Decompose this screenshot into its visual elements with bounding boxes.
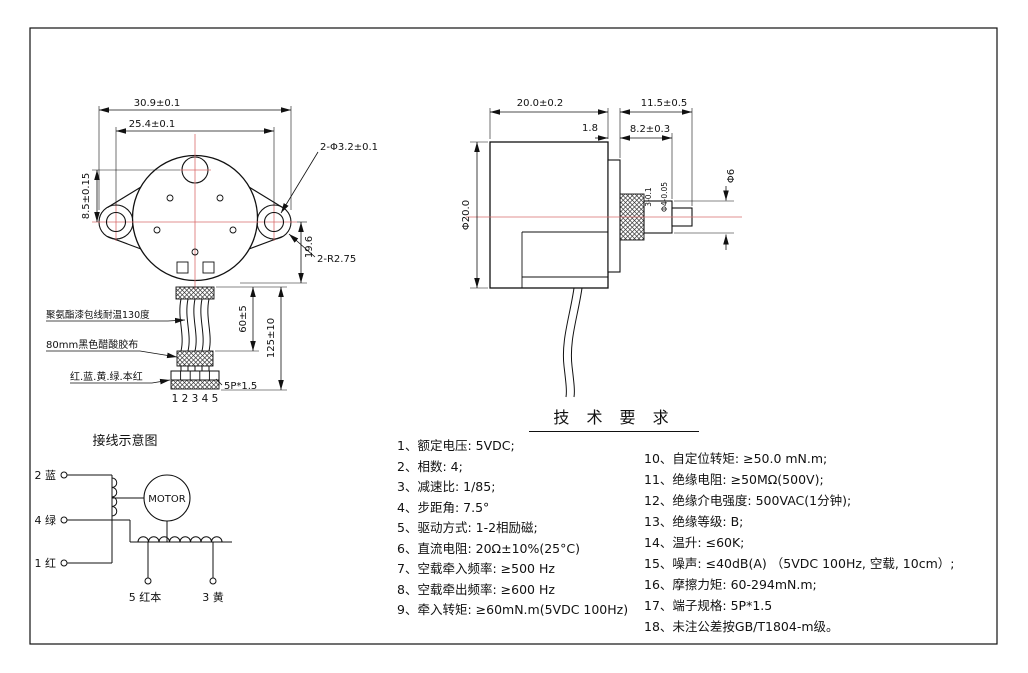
coil-vertical bbox=[111, 477, 118, 517]
terminal-2-label: 2 蓝 bbox=[35, 469, 57, 482]
terminal-1-label: 1 红 bbox=[35, 557, 57, 570]
tech-item: 10、自定位转矩: ≥50.0 mN.m; bbox=[644, 451, 828, 466]
dim-body-length: 20.0±0.2 bbox=[517, 98, 564, 109]
motor-body-side bbox=[489, 141, 609, 289]
connector-housing bbox=[170, 370, 220, 381]
label-tape: 80mm黑色醋酸胶布 bbox=[46, 338, 138, 351]
tech-item: 14、温升: ≤60K; bbox=[644, 535, 745, 550]
terminal-3-label: 3 黄 bbox=[202, 590, 224, 604]
wiring-terminals bbox=[60, 471, 217, 585]
side-view: 20.0±0.2 11.5±0.5 8.2±0.3 1.8 Φ20.0 Φ6 3… bbox=[461, 98, 742, 398]
connector-slots bbox=[180, 371, 210, 380]
terminal-4 bbox=[60, 516, 68, 524]
connector-base bbox=[170, 379, 220, 390]
tech-requirements-title: 技 术 要 求 bbox=[529, 404, 699, 432]
lead-wires-lower bbox=[180, 366, 210, 371]
dim-shaft-to-holes: 8.5±0.15 bbox=[81, 173, 92, 220]
lead-wire-assembly: 1 2 3 4 5 bbox=[170, 286, 220, 405]
tech-item: 8、空载牵出频率: ≥600 Hz bbox=[397, 581, 555, 597]
terminal-block bbox=[176, 261, 189, 274]
terminal-5-label: 5 红本 bbox=[129, 590, 162, 604]
motor-label: MOTOR bbox=[148, 494, 185, 505]
dim-body-dia: Φ20.0 bbox=[461, 200, 472, 230]
wiring-title: 接线示意图 bbox=[92, 433, 157, 449]
front-details bbox=[105, 194, 285, 274]
dim-shaft-dia2: Φ4-0.05 bbox=[660, 182, 669, 212]
tech-item: 18、未注公差按GB/T1804-m级。 bbox=[644, 619, 839, 634]
dim-height: 19.6 bbox=[304, 236, 315, 258]
tech-item: 13、绝缘等级: B; bbox=[644, 514, 744, 529]
dim-shaft-total: 11.5±0.5 bbox=[641, 98, 688, 109]
tech-item: 7、空载牵入频率: ≥500 Hz bbox=[397, 561, 555, 576]
terminal-3 bbox=[209, 577, 217, 585]
side-inner-lines bbox=[521, 231, 608, 288]
tech-item: 1、额定电压: 5VDC; bbox=[397, 438, 515, 453]
tech-item: 4、步距角: 7.5° bbox=[397, 499, 490, 515]
label-wire-colors: 红.蓝.黄.绿.本红 bbox=[70, 370, 143, 383]
coil-horizontal bbox=[137, 536, 223, 543]
wiring-diagram: 接线示意图 MOTOR 2 蓝 4 绿 1 红 5 红本 3 bbox=[35, 433, 232, 604]
mounting-hole-left bbox=[105, 211, 127, 233]
terminal-block bbox=[202, 261, 215, 274]
dim-shaft-step: 8.2±0.3 bbox=[630, 124, 670, 135]
tech-requirements-right: 10、自定位转矩: ≥50.0 mN.m; 11、绝缘电阻: ≥50MΩ(500… bbox=[644, 448, 1004, 637]
dim-shaft-dia: Φ6 bbox=[726, 169, 737, 183]
tech-item: 6、直流电阻: 20Ω±10%(25°C) bbox=[397, 540, 580, 556]
sheet-border bbox=[29, 27, 998, 645]
terminal-1 bbox=[60, 559, 68, 567]
mounting-hole-right bbox=[263, 211, 285, 233]
end-plate bbox=[607, 159, 621, 273]
tech-requirements-left: 1、额定电压: 5VDC; 2、相数: 4; 3、减速比: 1/85; 4、步距… bbox=[397, 436, 645, 621]
terminal-5 bbox=[144, 577, 152, 585]
front-view: 1 2 3 4 5 bbox=[46, 98, 378, 405]
tech-item: 15、噪声: ≤40dB(A) （5VDC 100Hz, 空载, 10cm）; bbox=[644, 556, 955, 571]
screw-circle bbox=[153, 226, 161, 234]
lead-wires bbox=[179, 298, 211, 352]
terminal-4-label: 4 绿 bbox=[35, 513, 57, 527]
dim-hole-pitch: 25.4±0.1 bbox=[129, 119, 176, 130]
wiring-lines bbox=[67, 474, 232, 578]
tech-item: 16、摩擦力矩: 60-294mN.m; bbox=[644, 577, 817, 592]
label-connector: 5P*1.5 bbox=[224, 381, 257, 392]
screw-circle bbox=[229, 226, 237, 234]
screw-circle bbox=[191, 248, 199, 256]
dim-width-outer: 30.9±0.1 bbox=[134, 98, 181, 109]
tech-item: 11、绝缘电阻: ≥50MΩ(500V); bbox=[644, 472, 824, 487]
side-lead-wires bbox=[562, 287, 583, 398]
side-dimension-lines bbox=[474, 109, 729, 288]
screw-circle bbox=[166, 194, 174, 202]
centerlines-front bbox=[92, 134, 297, 290]
screw-circle bbox=[216, 194, 224, 202]
front-dimension-lines bbox=[46, 107, 319, 390]
dim-lead-total: 125±10 bbox=[266, 318, 277, 358]
pin-numbers: 1 2 3 4 5 bbox=[172, 393, 219, 405]
tech-item: 5、驱动方式: 1-2相励磁; bbox=[397, 520, 538, 535]
terminal-2 bbox=[60, 471, 68, 479]
wire-exit-block bbox=[175, 286, 215, 300]
side-extension-lines bbox=[470, 108, 734, 289]
tape-block bbox=[176, 350, 214, 367]
label-wire-material: 聚氨酯漆包线耐温130度 bbox=[46, 309, 150, 321]
tech-item: 2、相数: 4; bbox=[397, 458, 463, 474]
label-ear-radius: 2-R2.75 bbox=[317, 254, 356, 265]
label-holes: 2-Φ3.2±0.1 bbox=[320, 142, 378, 153]
tech-item: 9、牵入转矩: ≥60mN.m(5VDC 100Hz) bbox=[397, 602, 629, 617]
dim-plate: 1.8 bbox=[582, 123, 598, 134]
dim-dcut: 3-0.1 bbox=[644, 187, 653, 207]
tech-item: 17、端子规格: 5P*1.5 bbox=[644, 598, 773, 613]
tech-item: 3、减速比: 1/85; bbox=[397, 479, 496, 494]
dim-lead-exposed: 60±5 bbox=[238, 305, 249, 332]
tech-item: 12、绝缘介电强度: 500VAC(1分钟); bbox=[644, 493, 852, 508]
